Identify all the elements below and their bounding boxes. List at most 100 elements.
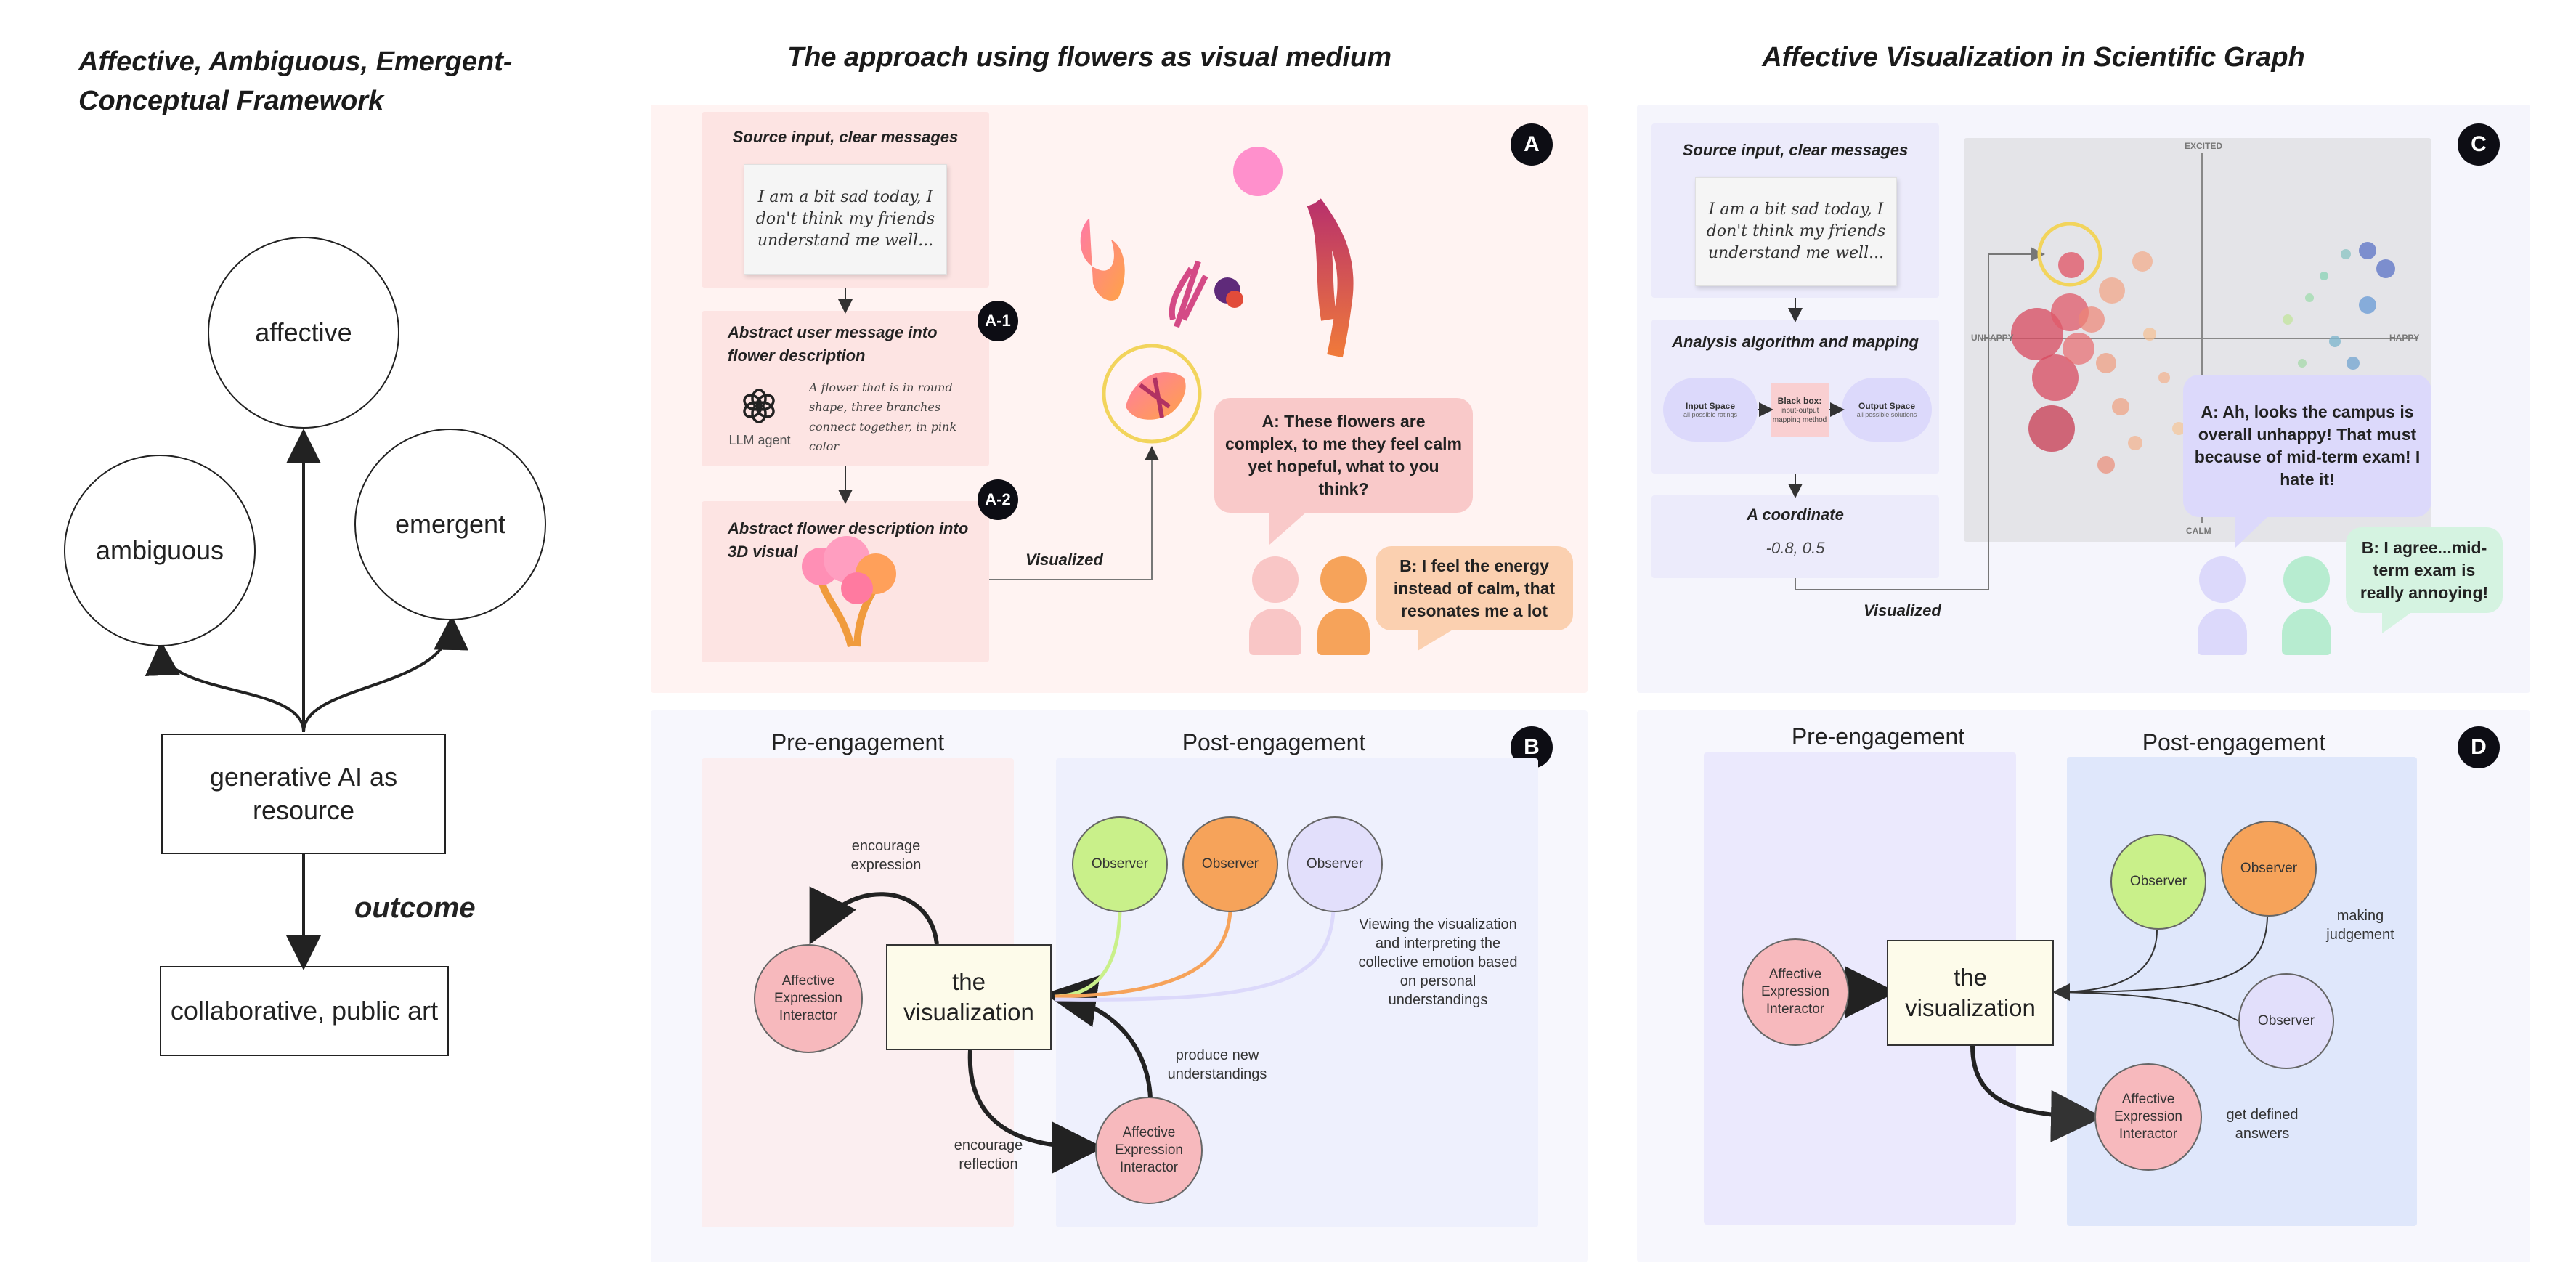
person-a-icon: [1249, 556, 1301, 655]
person-a-icon-c: [2198, 556, 2247, 655]
panel-b-connectors: [809, 886, 1336, 1174]
output-space-sub: all possible solutions: [1856, 411, 1917, 418]
bubble-a-tail-c: [2235, 516, 2269, 548]
flower-approach-title: The approach using flowers as visual med…: [787, 42, 1391, 73]
output-space-cloud: Output Space all possible solutions: [1842, 378, 1932, 442]
flower-pink-petals: [1080, 218, 1125, 301]
bubble-b-panel-a: B: I feel the energy instead of calm, th…: [1376, 546, 1573, 630]
panel-c-badge: C: [2458, 123, 2500, 166]
framework-connectors: [145, 429, 469, 970]
aei-node-d: Affective Expression Interactor: [1742, 938, 1849, 1046]
generative-ai-node: generative AI as resource: [161, 734, 446, 854]
source-message-note-c: I am a bit sad today, I don't think my f…: [1695, 177, 1897, 286]
scientific-graph-title: Affective Visualization in Scientific Gr…: [1762, 42, 2305, 73]
observer-green-b: Observer: [1072, 816, 1168, 912]
bubble-a-tail: [1269, 511, 1307, 545]
input-space-cloud: Input Space all possible ratings: [1663, 378, 1758, 442]
llm-agent-icon: [739, 386, 779, 426]
visualized-label-a: Visualized: [1025, 551, 1103, 569]
step2-title: Abstract flower description into 3D visu…: [728, 519, 969, 561]
analysis-title: Analysis algorithm and mapping: [1672, 333, 1919, 351]
affective-node: affective: [208, 237, 399, 429]
post-engagement-label-b: Post-engagement: [1182, 729, 1366, 755]
visualized-label-c: Visualized: [1864, 601, 1941, 620]
panel-a-drawing: [802, 147, 1354, 648]
aei-label-d2: Affective Expression Interactor: [2114, 1092, 2182, 1142]
aei-node-d2: Affective Expression Interactor: [2094, 1063, 2202, 1171]
flower-3d-visual: [802, 536, 896, 648]
bubble-b-tail: [1418, 629, 1454, 651]
pre-engagement-label-b: Pre-engagement: [771, 729, 945, 755]
bubble-a-panel-a: A: These flowers are complex, to me they…: [1214, 398, 1473, 513]
bubble-b-tail-c: [2382, 612, 2413, 633]
coordinate-value: -0.8, 0.5: [1766, 539, 1825, 557]
viewing-note: Viewing the visualization and interpreti…: [1358, 917, 1518, 1008]
axis-happy: HAPPY: [2389, 333, 2420, 343]
ambiguous-label: ambiguous: [95, 535, 224, 565]
aei-label-b2: Affective Expression Interactor: [1115, 1125, 1183, 1175]
outcome-node: collaborative, public art: [160, 966, 449, 1056]
step1-box: [702, 311, 989, 466]
observer-label: Observer: [2257, 1013, 2315, 1028]
step1-badge: A-1: [978, 301, 1018, 341]
panel-d-badge: D: [2458, 726, 2500, 768]
black-box-label: Black box:: [1777, 396, 1822, 406]
emotion-points: [2011, 242, 2395, 474]
ambiguous-node: ambiguous: [64, 455, 256, 646]
bubble-a-panel-c: A: Ah, looks the campus is overall unhap…: [2183, 375, 2431, 517]
outcome-text: collaborative, public art: [170, 996, 439, 1026]
visualization-label-d: the visualization: [1905, 964, 2036, 1021]
observer-label: Observer: [1091, 856, 1149, 872]
llm-agent-label: LLM agent: [728, 433, 791, 447]
input-space-sub: all possible ratings: [1683, 411, 1738, 418]
observer-lavender-d: Observer: [2238, 973, 2334, 1069]
making-judgement-label: making judgement: [2326, 908, 2394, 943]
produce-understanding-label: produce new understandings: [1167, 1047, 1267, 1082]
framework-title: Affective, Ambiguous, Emergent-Conceptua…: [78, 46, 513, 116]
emergent-node: emergent: [354, 429, 546, 620]
selected-flower-ring: [1102, 344, 1202, 444]
outcome-label: outcome: [354, 892, 476, 924]
observer-label: Observer: [2129, 874, 2187, 889]
observer-orange-d: Observer: [2221, 821, 2317, 917]
flower-description-text: A flower that is in round shape, three b…: [809, 381, 957, 453]
observer-label: Observer: [2240, 861, 2298, 876]
emergent-label: emergent: [394, 509, 506, 539]
output-space-label: Output Space: [1858, 401, 1915, 411]
flower-stalks: [1169, 260, 1208, 328]
black-box-sub: input-output mapping method: [1772, 407, 1827, 424]
input-space-label: Input Space: [1685, 401, 1735, 411]
resource-label: generative AI as resource: [209, 762, 398, 825]
flower-dark-branch: [1307, 198, 1354, 358]
aei-label-d: Affective Expression Interactor: [1761, 967, 1829, 1017]
source-input-title: Source input, clear messages: [732, 128, 959, 146]
source-input-title-c: Source input, clear messages: [1682, 141, 1909, 159]
get-answers-label: get defined answers: [2226, 1107, 2299, 1142]
step2-badge: A-2: [978, 479, 1018, 520]
aei-label-b: Affective Expression Interactor: [774, 973, 842, 1023]
bubble-b-panel-c: B: I agree...mid-term exam is really ann…: [2346, 527, 2503, 613]
flower-pink-orb: [1233, 147, 1283, 196]
affective-label: affective: [255, 317, 352, 347]
source-message-note: I am a bit sad today, I don't think my f…: [744, 164, 947, 275]
post-engagement-label-d: Post-engagement: [2142, 729, 2326, 755]
panel-a-badge: A: [1511, 123, 1553, 166]
person-b-icon-c: [2282, 556, 2331, 655]
pre-engagement-label-d: Pre-engagement: [1791, 723, 1965, 750]
observer-label: Observer: [1201, 856, 1259, 872]
observer-orange-b: Observer: [1182, 816, 1278, 912]
selected-point-ring: [2037, 222, 2102, 287]
observer-lavender-b: Observer: [1287, 816, 1383, 912]
encourage-expression-label: encourage expression: [850, 838, 922, 873]
black-box: Black box: input-output mapping method: [1771, 383, 1829, 437]
step1-title: Abstract user message into flower descri…: [728, 323, 938, 365]
coordinate-box: [1651, 495, 1939, 578]
visualization-label-b: the visualization: [903, 968, 1034, 1026]
encourage-reflection-label: encourage reflection: [954, 1137, 1023, 1172]
axis-unhappy: UNHAPPY: [1971, 333, 2014, 343]
observer-green-d: Observer: [2110, 834, 2206, 930]
person-b-icon: [1317, 556, 1370, 655]
visualization-node-d: the visualization: [1887, 940, 2054, 1046]
aei-node-b: Affective Expression Interactor: [754, 944, 863, 1053]
